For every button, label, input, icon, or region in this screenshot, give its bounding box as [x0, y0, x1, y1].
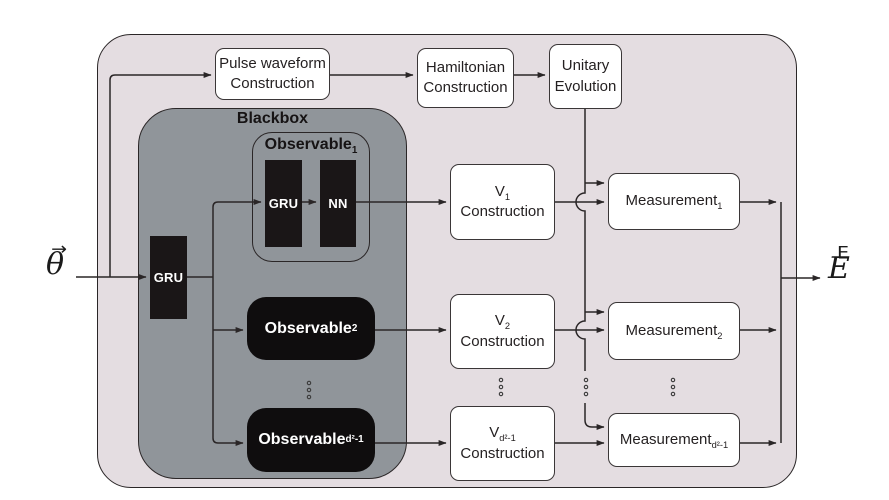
v2-construction-box: V2 Construction: [450, 294, 555, 369]
measurement3-box: Measurementd²-1: [608, 413, 740, 467]
output-e-label: E E: [828, 243, 850, 286]
unitary-evolution-box: Unitary Evolution: [549, 44, 622, 109]
v1-construction-box: V1 Construction: [450, 164, 555, 240]
pulse-waveform-construction-box: Pulse waveform Construction: [215, 48, 330, 100]
vector-arrow-icon: →: [51, 239, 67, 259]
measurement2-box: Measurement2: [608, 302, 740, 360]
observable1-nn-node: NN: [320, 160, 356, 247]
gru-main-node: GRU: [150, 236, 187, 319]
blackbox-title: Blackbox: [236, 110, 309, 127]
input-theta-label: → θ: [46, 239, 67, 282]
measurement1-box: Measurement1: [608, 173, 740, 230]
v3-construction-box: Vd²-1 Construction: [450, 406, 555, 481]
observable1-title: Observable1: [264, 136, 358, 157]
vector-arrow-icon: E: [836, 243, 849, 263]
hamiltonian-construction-box: Hamiltonian Construction: [417, 48, 514, 108]
observable1-gru-node: GRU: [265, 160, 302, 247]
